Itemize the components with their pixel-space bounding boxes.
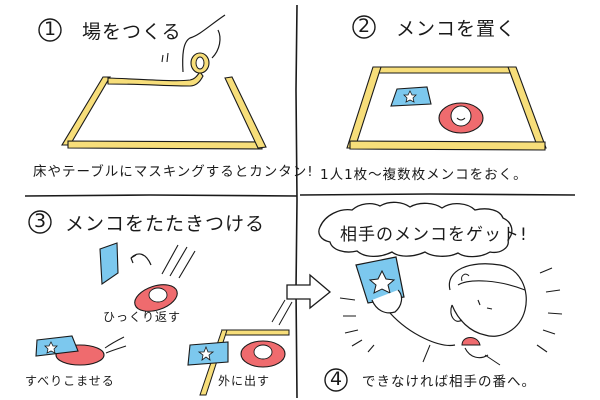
slide-label: すべりこませる <box>25 374 115 388</box>
step-number-3: 3 <box>34 210 48 232</box>
tape-top <box>107 71 204 87</box>
out-label: 外に出す <box>218 374 271 388</box>
panel4-drawing <box>318 201 563 392</box>
panel1-caption: 床やテーブルにマスキングするとカンタン! <box>33 164 314 180</box>
panel1-drawing <box>38 14 267 150</box>
speech-bubble <box>318 201 513 258</box>
hand-outline <box>182 14 226 73</box>
next-arrow <box>286 273 332 310</box>
bubble-text: 相手のメンコをゲット! <box>340 225 528 245</box>
panel2-drawing <box>346 15 547 151</box>
tape-bottom <box>67 140 263 150</box>
tape-right <box>224 76 267 149</box>
panel1-title: 場をつくる <box>82 21 182 43</box>
panel2-title: メンコを置く <box>396 18 517 40</box>
flip-label: ひっくり返す <box>103 310 182 324</box>
emphasis-lines <box>339 267 563 353</box>
flipping-card <box>99 242 119 286</box>
panel-dividers <box>24 4 576 399</box>
step-number-1: 1 <box>44 18 58 40</box>
step4-circle <box>324 368 348 392</box>
panel4-caption: できなければ相手の番へ。 <box>362 374 536 390</box>
child-head <box>448 263 527 337</box>
step-number-4: 4 <box>330 368 344 390</box>
panel2-caption: 1人1枚〜複数枚メンコをおく。 <box>320 167 528 183</box>
step3-circle <box>28 210 52 234</box>
tape-left <box>61 76 111 146</box>
step1-circle <box>38 18 62 42</box>
panel3-drawing <box>28 210 293 396</box>
panel3-title: メンコをたたきつける <box>65 213 266 235</box>
step-number-2: 2 <box>358 15 372 37</box>
step2-circle <box>352 15 376 39</box>
